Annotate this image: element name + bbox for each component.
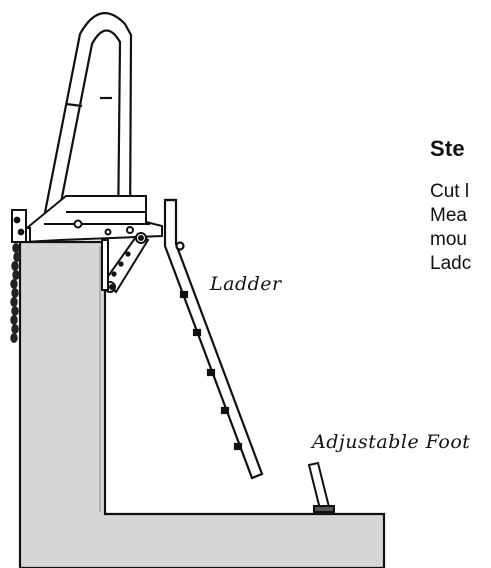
safety-chain (10, 243, 21, 343)
dock-wall (18, 240, 386, 568)
step-line: Mea (430, 205, 467, 226)
step-title: Ste (430, 136, 465, 161)
step-line: mou (430, 229, 467, 250)
adjustable-foot-label: Adjustable Foot (310, 431, 470, 453)
step-line: Cut l (430, 181, 470, 202)
ladder-label: Ladder (209, 273, 283, 295)
handrail (38, 12, 133, 239)
hinge-arm (102, 232, 150, 294)
step-body: Cut l Mea mou Ladc (430, 180, 471, 276)
adjustable-foot (307, 461, 335, 513)
side-bracket (11, 209, 27, 243)
step-line: Ladc (430, 253, 472, 274)
mounting-base (20, 195, 163, 244)
ladder (163, 198, 264, 480)
wall-bracket (101, 239, 109, 291)
